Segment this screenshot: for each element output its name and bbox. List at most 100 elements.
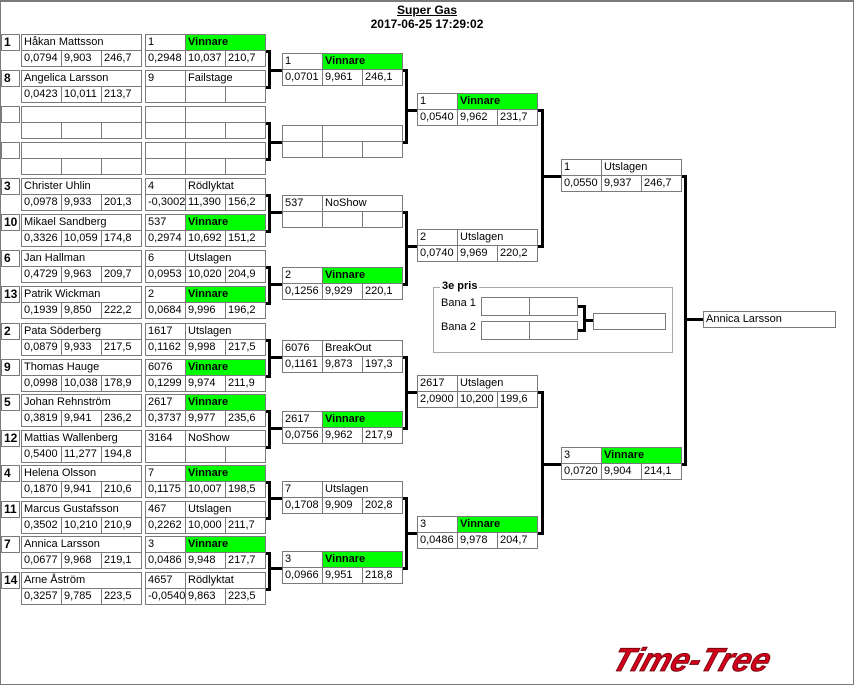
result-speed: 210,7 xyxy=(225,50,266,67)
result-status: Rödlyktat xyxy=(185,178,266,195)
round3-entry-status: Utslagen xyxy=(457,375,538,392)
result-number: 1 xyxy=(145,34,186,51)
driver-elapsed-time: 10,038 xyxy=(61,375,102,392)
round2-entry-speed: 197,3 xyxy=(362,356,403,373)
round4-entry-reaction-time: 0,0720 xyxy=(561,463,602,480)
result-reaction-time: 0,0953 xyxy=(145,266,186,283)
driver-elapsed-time: 9,968 xyxy=(61,552,102,569)
driver-elapsed-time: 10,059 xyxy=(61,230,102,247)
driver-reaction-time: 0,1939 xyxy=(21,302,62,319)
result-speed xyxy=(225,122,266,139)
round3-entry-status: Utslagen xyxy=(457,229,538,246)
seed-number: 13 xyxy=(1,286,20,303)
result-reaction-time: 0,0684 xyxy=(145,302,186,319)
round2-entry-speed: 220,1 xyxy=(362,283,403,300)
result-speed xyxy=(225,158,266,175)
result-elapsed-time xyxy=(185,446,226,463)
round2-entry-elapsed-time xyxy=(322,211,363,228)
driver-speed: 217,5 xyxy=(101,339,142,356)
result-speed: 156,2 xyxy=(225,194,266,211)
round3-entry-reaction-time: 0,0740 xyxy=(417,245,458,262)
result-status: Vinnare xyxy=(185,34,266,51)
result-speed: 211,9 xyxy=(225,375,266,392)
round2-entry-number: 2617 xyxy=(282,411,323,428)
driver-name xyxy=(21,106,142,123)
driver-reaction-time: 0,0423 xyxy=(21,86,62,103)
round3-entry-speed: 220,2 xyxy=(497,245,538,262)
round3-entry-number: 3 xyxy=(417,516,458,533)
result-status: Vinnare xyxy=(185,394,266,411)
connector xyxy=(684,318,703,321)
third-place-result xyxy=(593,313,666,330)
result-speed: 235,6 xyxy=(225,410,266,427)
seed-number: 1 xyxy=(1,34,20,51)
connector xyxy=(268,552,271,591)
connector xyxy=(538,109,543,112)
result-elapsed-time: 11,390 xyxy=(185,194,226,211)
third-place-lane2-a xyxy=(481,321,530,340)
lane-1-label: Bana 1 xyxy=(441,297,476,309)
result-number: 4 xyxy=(145,178,186,195)
result-status: Vinnare xyxy=(185,214,266,231)
driver-name: Håkan Mattsson xyxy=(21,34,142,51)
result-elapsed-time xyxy=(185,158,226,175)
round2-entry-status: BreakOut xyxy=(322,340,403,357)
round2-entry-elapsed-time: 9,951 xyxy=(322,567,363,584)
driver-reaction-time: 0,3326 xyxy=(21,230,62,247)
driver-reaction-time: 0,0879 xyxy=(21,339,62,356)
result-status: Utslagen xyxy=(185,501,266,518)
driver-elapsed-time: 9,785 xyxy=(61,588,102,605)
result-reaction-time: 0,3737 xyxy=(145,410,186,427)
seed-number: 2 xyxy=(1,323,20,340)
round2-entry-number xyxy=(282,125,323,142)
result-reaction-time: -0,3002 xyxy=(145,194,186,211)
result-number: 2617 xyxy=(145,394,186,411)
result-speed xyxy=(225,446,266,463)
third-place-lane1-a xyxy=(481,297,530,316)
round2-entry-elapsed-time: 9,961 xyxy=(322,69,363,86)
driver-name xyxy=(21,142,142,159)
seed-number: 9 xyxy=(1,359,20,376)
driver-name: Arne Åström xyxy=(21,572,142,589)
driver-speed: 246,7 xyxy=(101,50,142,67)
result-number: 9 xyxy=(145,70,186,87)
round4-entry-speed: 214,1 xyxy=(641,463,682,480)
driver-reaction-time: 0,3819 xyxy=(21,410,62,427)
round3-entry-speed: 199,6 xyxy=(497,391,538,408)
driver-reaction-time: 0,0794 xyxy=(21,50,62,67)
result-reaction-time: 0,1162 xyxy=(145,339,186,356)
round2-entry-reaction-time: 0,1161 xyxy=(282,356,323,373)
round2-entry-number: 3 xyxy=(282,551,323,568)
connector xyxy=(407,109,417,112)
connector xyxy=(543,463,561,466)
round3-entry-reaction-time: 0,0540 xyxy=(417,109,458,126)
result-number: 1617 xyxy=(145,323,186,340)
result-elapsed-time: 9,948 xyxy=(185,552,226,569)
driver-speed: 194,8 xyxy=(101,446,142,463)
round2-entry-reaction-time xyxy=(282,211,323,228)
result-number xyxy=(145,106,186,123)
event-title: Super Gas xyxy=(396,3,458,17)
driver-name: Annica Larsson xyxy=(21,536,142,553)
result-status: NoShow xyxy=(185,430,266,447)
connector xyxy=(270,567,282,570)
driver-speed: 210,6 xyxy=(101,481,142,498)
round2-entry-elapsed-time xyxy=(322,141,363,158)
round3-entry-reaction-time: 2,0900 xyxy=(417,391,458,408)
connector xyxy=(405,497,408,570)
round2-entry-number: 537 xyxy=(282,195,323,212)
seed-number xyxy=(1,106,20,123)
connector xyxy=(268,410,271,449)
connector xyxy=(578,305,585,308)
round2-entry-reaction-time: 0,0701 xyxy=(282,69,323,86)
driver-name: Marcus Gustafsson xyxy=(21,501,142,518)
result-elapsed-time xyxy=(185,122,226,139)
round2-entry-speed: 217,9 xyxy=(362,427,403,444)
result-reaction-time: 0,2262 xyxy=(145,517,186,534)
result-status: Rödlyktat xyxy=(185,572,266,589)
result-speed xyxy=(225,86,266,103)
result-number: 537 xyxy=(145,214,186,231)
seed-number: 5 xyxy=(1,394,20,411)
connector xyxy=(268,339,271,378)
result-reaction-time: 0,2974 xyxy=(145,230,186,247)
